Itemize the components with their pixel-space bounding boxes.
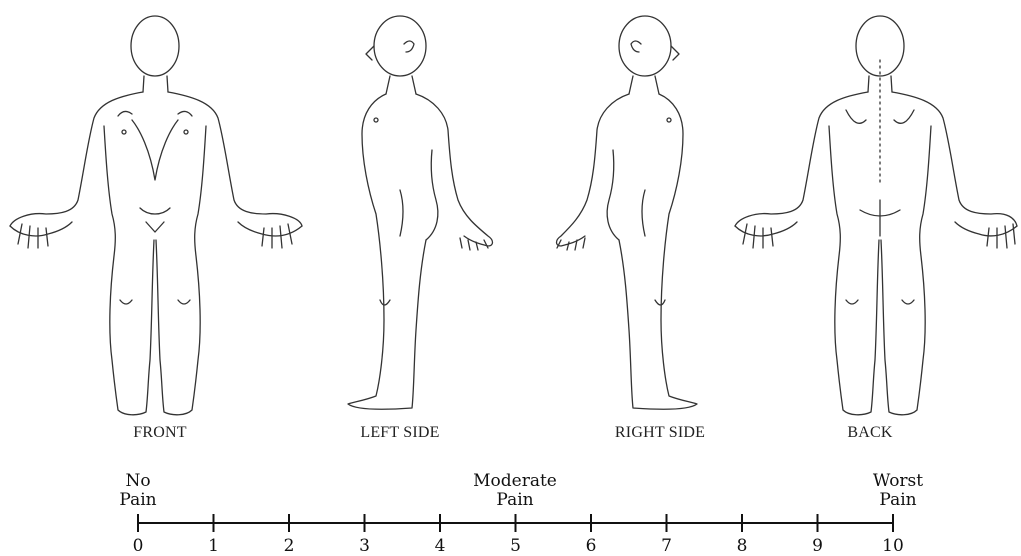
scale-tick-label[interactable]: 2: [274, 536, 304, 556]
scale-tick-label[interactable]: 4: [425, 536, 455, 556]
scale-tick-label[interactable]: 8: [727, 536, 757, 556]
scale-tick-label[interactable]: 10: [878, 536, 908, 556]
scale-label-no-pain: No Pain: [108, 472, 168, 510]
scale-label-worst-pain-line1: Worst: [858, 472, 938, 491]
scale-label-no-pain-line1: No: [108, 472, 168, 491]
scale-label-worst-pain: Worst Pain: [858, 472, 938, 510]
scale-tick-label[interactable]: 1: [199, 536, 229, 556]
scale-tick-label[interactable]: 6: [576, 536, 606, 556]
scale-tick-label[interactable]: 3: [350, 536, 380, 556]
scale-tick-label[interactable]: 7: [652, 536, 682, 556]
scale-label-no-pain-line2: Pain: [108, 491, 168, 510]
scale-tick-label[interactable]: 9: [803, 536, 833, 556]
scale-label-moderate-pain-line2: Pain: [455, 491, 575, 510]
scale-tick-label[interactable]: 0: [123, 536, 153, 556]
scale-label-moderate-pain-line1: Moderate: [455, 472, 575, 491]
scale-tick-label[interactable]: 5: [501, 536, 531, 556]
scale-label-moderate-pain: Moderate Pain: [455, 472, 575, 510]
scale-label-worst-pain-line2: Pain: [858, 491, 938, 510]
